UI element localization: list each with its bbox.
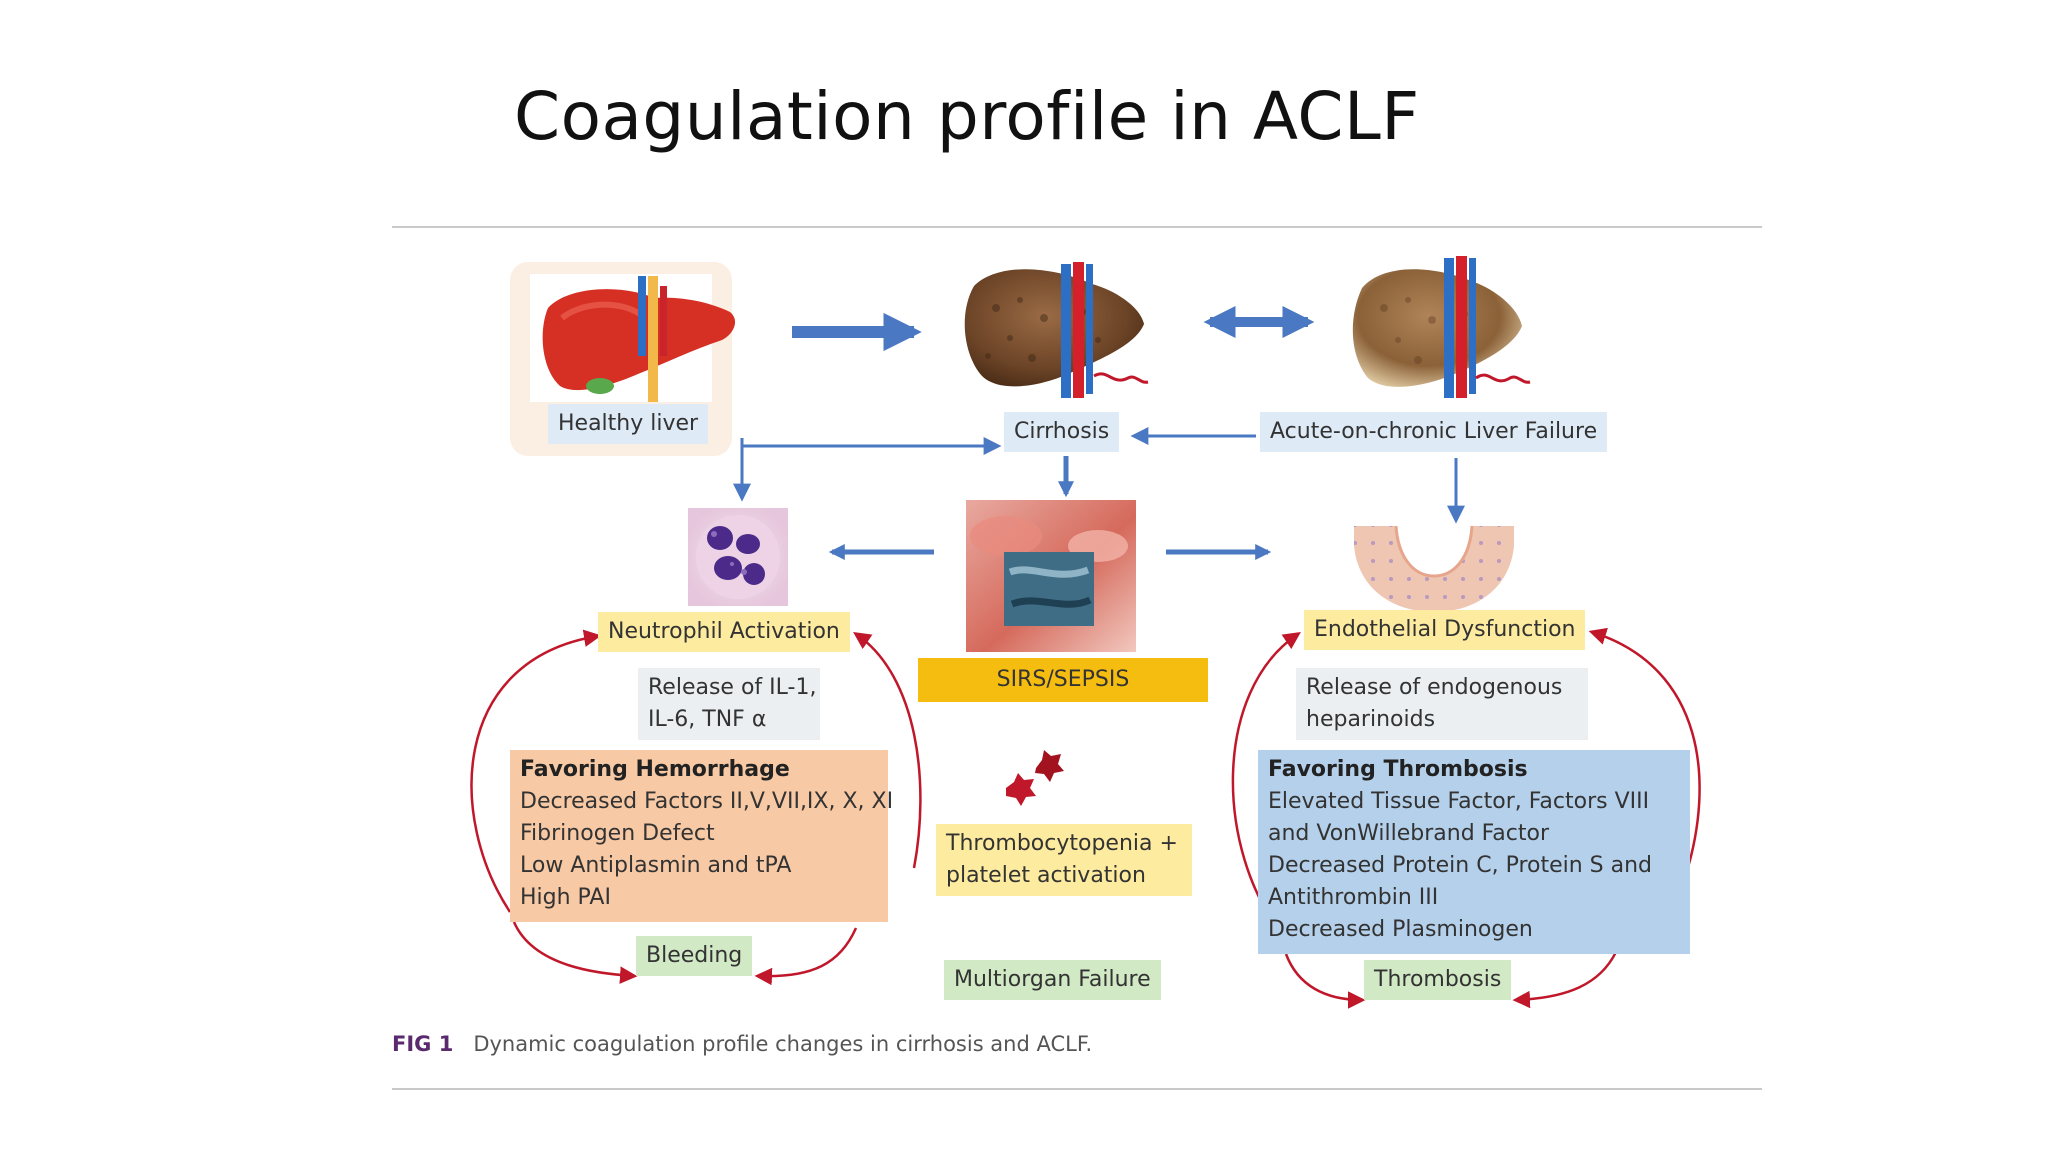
neutrophil-icon xyxy=(688,508,788,606)
heparinoid-release-line-2: heparinoids xyxy=(1306,707,1436,732)
loop-left-right xyxy=(853,632,922,869)
heparinoid-release-line-1: Release of endogenous xyxy=(1306,675,1563,700)
thrombocytopenia-line-1: Thrombocytopenia + xyxy=(946,831,1178,856)
loop-thrombosis-return xyxy=(1512,951,1618,1009)
thrombosis-item: Elevated Tissue Factor, Factors VIII xyxy=(1268,789,1650,814)
favoring-hemorrhage-box: Favoring Hemorrhage Decreased Factors II… xyxy=(510,750,894,922)
cytokine-release-box: Release of IL-1, IL-6, TNF α xyxy=(638,668,820,740)
figure-caption-text: Dynamic coagulation profile changes in c… xyxy=(473,1032,1093,1056)
hemorrhage-item: Low Antiplasmin and tPA xyxy=(520,853,792,878)
loop-hemorrhage-to-bleeding xyxy=(754,927,858,986)
endothelial-dysfunction-label: Endothelial Dysfunction xyxy=(1304,610,1586,650)
top-divider xyxy=(392,226,1762,228)
endothelium-icon xyxy=(1354,525,1514,612)
hemorrhage-item: High PAI xyxy=(520,885,611,910)
loop-right-to-thrombosis xyxy=(1284,953,1366,1009)
diagram-graphics xyxy=(470,256,1701,1009)
cirrhosis-label: Cirrhosis xyxy=(1004,412,1120,452)
blue-arrows xyxy=(733,305,1465,561)
aclf-label: Acute-on-chronic Liver Failure xyxy=(1260,412,1608,452)
bleeding-label: Bleeding xyxy=(636,936,753,976)
thrombocytopenia-box: Thrombocytopenia + platelet activation xyxy=(936,824,1192,896)
aclf-liver-icon xyxy=(1352,256,1531,398)
cirrhotic-liver-icon xyxy=(964,262,1149,398)
figure-tag: FIG 1 xyxy=(392,1032,454,1056)
bottom-divider xyxy=(392,1088,1762,1090)
sirs-sepsis-label: SIRS/SEPSIS xyxy=(918,658,1208,702)
arrow-healthy-to-cirrhosis-label xyxy=(740,437,1002,455)
sepsis-blood-icon xyxy=(966,500,1136,652)
hemorrhage-item: Fibrinogen Defect xyxy=(520,821,715,846)
thrombosis-label: Thrombosis xyxy=(1364,960,1512,1000)
thrombosis-item: Decreased Protein C, Protein S and xyxy=(1268,853,1653,878)
loop-left-to-bleeding xyxy=(512,921,638,984)
thrombosis-item: Antithrombin III xyxy=(1268,885,1439,910)
thrombosis-item: and VonWillebrand Factor xyxy=(1268,821,1550,846)
hemorrhage-item: Decreased Factors II,V,VII,IX, X, XI xyxy=(520,789,894,814)
thrombocytopenia-line-2: platelet activation xyxy=(946,863,1146,888)
coagulation-diagram: Healthy liver Cirrhosis Acute-on-chronic… xyxy=(392,228,1762,1090)
loop-right-up xyxy=(1588,627,1701,875)
favoring-thrombosis-title: Favoring Thrombosis xyxy=(1268,757,1528,782)
platelets-icon xyxy=(1006,750,1064,806)
loop-left-up xyxy=(470,629,602,913)
healthy-liver-label: Healthy liver xyxy=(548,404,709,444)
figure-caption: FIG 1 Dynamic coagulation profile changes… xyxy=(392,1032,1092,1056)
cytokine-release-line-2: IL-6, TNF α xyxy=(648,707,767,732)
slide-title: Coagulation profile in ACLF xyxy=(514,78,1420,155)
thrombosis-item: Decreased Plasminogen xyxy=(1268,917,1533,942)
favoring-thrombosis-box: Favoring Thrombosis Elevated Tissue Fact… xyxy=(1258,750,1690,954)
cytokine-release-line-1: Release of IL-1, xyxy=(648,675,817,700)
neutrophil-activation-label: Neutrophil Activation xyxy=(598,612,850,652)
favoring-hemorrhage-title: Favoring Hemorrhage xyxy=(520,757,790,782)
heparinoid-release-box: Release of endogenous heparinoids xyxy=(1296,668,1588,740)
healthy-liver-icon xyxy=(530,274,736,402)
multiorgan-failure-label: Multiorgan Failure xyxy=(944,960,1161,1000)
